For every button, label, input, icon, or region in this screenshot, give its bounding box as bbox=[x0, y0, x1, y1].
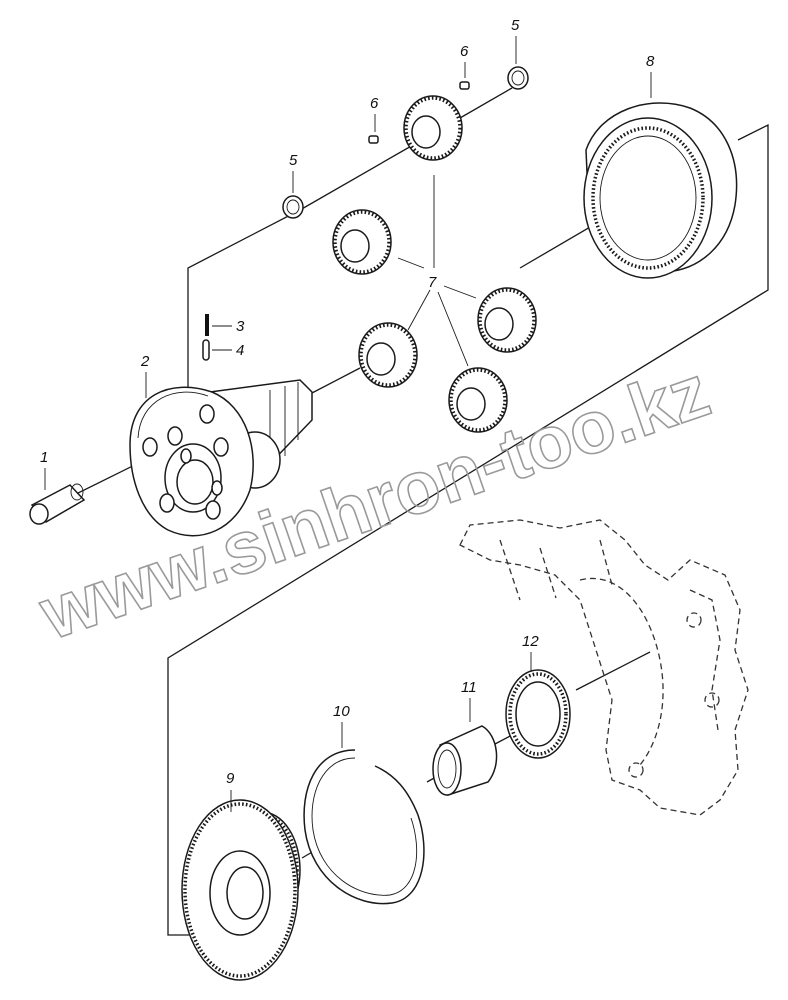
ring-gear-part-8 bbox=[583, 102, 738, 279]
label-part-1: 1 bbox=[40, 449, 48, 466]
watermark-text: www.sinhron-too.kz bbox=[29, 349, 719, 656]
label-part-8: 8 bbox=[646, 53, 655, 70]
planet-gear-part-7-top bbox=[403, 95, 463, 161]
washer-part-12 bbox=[505, 669, 571, 759]
label-part-12: 12 bbox=[522, 633, 539, 650]
snap-ring-part-5-upper bbox=[507, 66, 529, 90]
label-part-10: 10 bbox=[333, 703, 350, 720]
pin-part-4 bbox=[202, 339, 210, 361]
label-part-6-lower: 6 bbox=[370, 95, 379, 112]
planet-gear-part-7-left bbox=[332, 209, 392, 275]
snap-ring-part-5-lower bbox=[282, 195, 304, 219]
label-part-7: 7 bbox=[428, 274, 437, 291]
gear-part-9 bbox=[181, 799, 301, 981]
label-7-leaders bbox=[397, 175, 477, 367]
label-part-9: 9 bbox=[226, 770, 235, 787]
needle-part-6-upper bbox=[459, 81, 470, 90]
label-part-3: 3 bbox=[236, 318, 245, 335]
planet-carrier-part-2 bbox=[129, 379, 313, 537]
label-part-5-upper: 5 bbox=[511, 17, 520, 34]
planet-gear-part-7-right bbox=[477, 287, 537, 353]
snap-ring-part-10 bbox=[303, 749, 425, 905]
housing-dashed-outline bbox=[459, 519, 749, 816]
label-part-5-lower: 5 bbox=[289, 152, 298, 169]
label-part-2: 2 bbox=[140, 353, 150, 370]
label-part-4: 4 bbox=[236, 342, 244, 359]
planet-gear-part-7-bottom bbox=[448, 367, 508, 433]
assembly-frame-lines bbox=[69, 87, 769, 936]
pin-part-1 bbox=[29, 483, 86, 525]
needle-part-6-lower bbox=[368, 135, 379, 144]
label-part-6-upper: 6 bbox=[460, 43, 469, 60]
planet-gear-part-7-middle bbox=[358, 322, 418, 388]
part-labels: 1 2 3 4 5 5 6 6 7 8 9 10 11 12 bbox=[40, 17, 655, 812]
pin-part-3 bbox=[205, 314, 209, 336]
label-part-11: 11 bbox=[461, 679, 477, 696]
bushing-part-11 bbox=[432, 725, 498, 796]
